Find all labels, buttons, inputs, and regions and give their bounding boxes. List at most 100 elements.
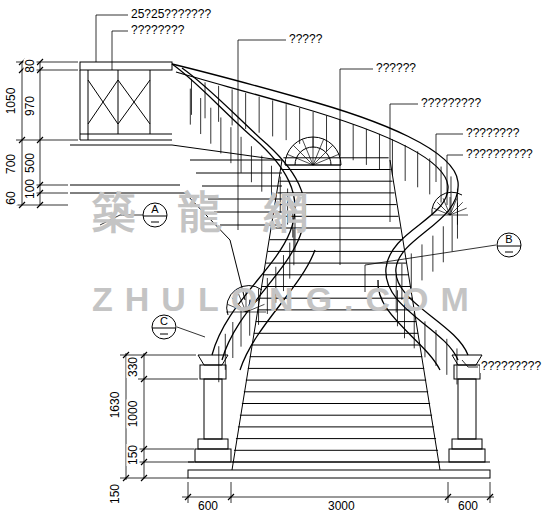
- stair-tread: [234, 450, 438, 451]
- stair-tread: [190, 160, 282, 161]
- fan-ray: [450, 215, 468, 216]
- baluster: [272, 100, 273, 136]
- baluster: [299, 108, 300, 144]
- stair-tread: [196, 173, 282, 174]
- part-label: 25?25???????: [130, 8, 212, 21]
- part-label: ????????: [465, 127, 520, 140]
- dimension: 330: [127, 356, 140, 378]
- baluster: [232, 89, 233, 125]
- baluster: [286, 104, 287, 140]
- baluster: [210, 108, 211, 144]
- fan-ray: [313, 137, 314, 165]
- watermark: 築龍網: [92, 190, 350, 234]
- baluster: [251, 146, 252, 182]
- baluster: [218, 86, 219, 122]
- baluster: [191, 79, 192, 115]
- baluster: [230, 127, 231, 163]
- baluster: [289, 243, 290, 279]
- stair-tread: [250, 356, 422, 357]
- baluster: [446, 339, 447, 375]
- fan-ray: [450, 202, 463, 215]
- dimension: 700: [5, 153, 18, 175]
- stair-tread: [281, 169, 390, 170]
- baluster: [220, 117, 221, 153]
- dimension-lines: [16, 62, 494, 503]
- stair-tread: [246, 380, 426, 381]
- section-callout: C: [151, 314, 177, 340]
- part-label: ??????: [375, 62, 417, 75]
- baluster: [241, 137, 242, 173]
- baluster: [232, 322, 233, 358]
- dimension: 500: [24, 152, 37, 174]
- dimension: 1050: [5, 87, 18, 116]
- dimension: 100: [24, 178, 37, 200]
- baluster: [293, 229, 294, 265]
- stair-tread: [252, 345, 420, 346]
- newel-post: [195, 355, 485, 462]
- dimension: 80: [24, 58, 37, 73]
- part-label: ?????????: [480, 360, 542, 373]
- callout-letter: A: [142, 204, 168, 215]
- stair-tread: [232, 462, 440, 463]
- fan-ray: [443, 198, 450, 215]
- stair-tread: [254, 333, 419, 334]
- baluster: [225, 334, 226, 370]
- section-callout: A: [142, 202, 168, 228]
- dimension: 3000: [327, 500, 356, 513]
- baluster: [218, 346, 219, 382]
- baluster: [379, 134, 380, 170]
- fan-ray: [313, 145, 333, 165]
- dimension: 970: [24, 95, 37, 117]
- fan-ray: [293, 145, 313, 165]
- dimension: 600: [457, 500, 479, 513]
- stair-tread: [283, 157, 388, 158]
- stair-tread: [256, 321, 417, 322]
- baluster: [392, 139, 393, 175]
- baluster: [326, 116, 327, 152]
- dimension: 1000: [127, 400, 140, 429]
- baluster: [405, 145, 406, 181]
- fan-ray: [285, 165, 313, 166]
- fan-ray: [450, 197, 451, 215]
- baluster: [366, 129, 367, 165]
- stair-tread: [236, 438, 436, 439]
- part-label: ????????: [130, 24, 185, 37]
- fan-ray: [302, 139, 313, 165]
- baluster: [414, 312, 415, 348]
- part-label: ??????????: [465, 148, 534, 161]
- part-label: ?????????: [420, 97, 482, 110]
- callout-letter: B: [496, 234, 522, 245]
- dimension: 1630: [109, 391, 122, 420]
- baluster: [261, 156, 262, 192]
- watermark: ZHULONG.COM: [92, 282, 481, 316]
- baluster: [417, 151, 418, 187]
- stair-tread: [266, 263, 407, 264]
- fan-ray: [432, 215, 450, 216]
- stair-tread: [279, 181, 392, 182]
- baluster: [259, 97, 260, 133]
- fan-ray: [437, 202, 450, 215]
- fan-ray: [450, 208, 467, 215]
- baluster: [205, 82, 206, 118]
- baluster: [200, 98, 201, 134]
- callout-letter: C: [151, 316, 177, 327]
- stair-tread: [202, 186, 282, 187]
- stair-tread: [238, 426, 434, 427]
- baluster: [450, 176, 451, 212]
- stair-tread: [244, 391, 428, 392]
- dimension: 150: [109, 483, 122, 505]
- baluster: [452, 215, 453, 251]
- stair-tread: [268, 251, 405, 252]
- baluster: [443, 226, 444, 262]
- dimension: 600: [197, 500, 219, 513]
- baluster: [353, 124, 354, 160]
- baluster: [245, 93, 246, 129]
- stair-tread: [240, 415, 432, 416]
- fan-ray: [313, 165, 341, 166]
- part-label: ?????: [288, 33, 323, 46]
- section-callout: B: [496, 232, 522, 258]
- dimension-ticks: [19, 59, 493, 500]
- landing-railing: [70, 62, 185, 193]
- baluster: [241, 311, 242, 347]
